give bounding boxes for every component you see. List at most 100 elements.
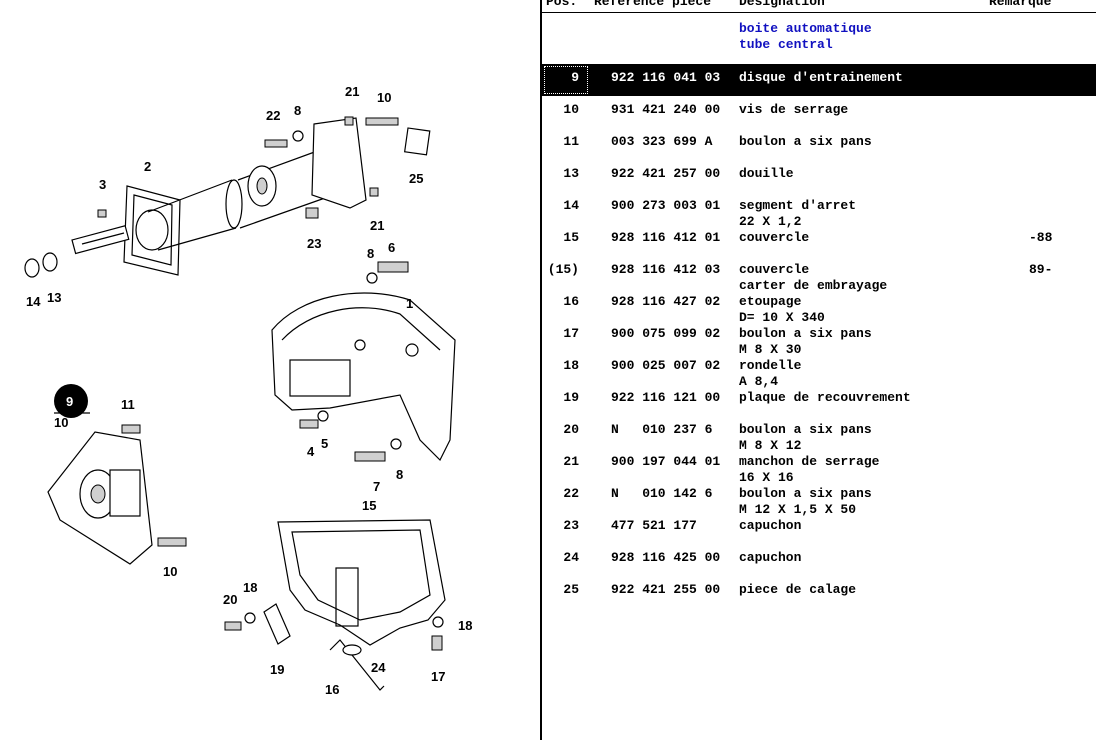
part-designation-line2: M 8 X 30: [739, 342, 802, 357]
exploded-diagram-pane: 1 2 3 4 5 6 7 8 8 8 9 10 10 10 11 13 14 …: [0, 0, 540, 740]
part-designation-line1: boulon a six pans: [739, 422, 872, 437]
callout-label-10[interactable]: 10: [163, 564, 177, 579]
callout-label-8[interactable]: 8: [367, 246, 374, 261]
part-designation: capuchon: [739, 518, 801, 534]
callout-label-19[interactable]: 19: [270, 662, 284, 677]
table-row[interactable]: 19 922 116 121 00 plaque de recouvrement: [542, 384, 1096, 416]
part-designation-line2: carter de embrayage: [739, 278, 888, 293]
callout-label-6[interactable]: 6: [388, 240, 395, 255]
part-designation: boulon a six pans: [739, 134, 872, 150]
part-pos: 18: [563, 358, 579, 373]
part-reference: 922 116 121 00: [611, 390, 721, 405]
part-pos: 23: [563, 518, 579, 533]
header-designation[interactable]: Designation: [739, 0, 825, 9]
callout-label-7[interactable]: 7: [373, 479, 380, 494]
part-designation-line2: A 8,4: [739, 374, 779, 389]
part-remark: -88: [1029, 230, 1053, 245]
callout-label-20[interactable]: 20: [223, 592, 237, 607]
callout-label-17[interactable]: 17: [431, 669, 445, 684]
callout-label-11[interactable]: 11: [121, 397, 135, 412]
callout-label-21[interactable]: 21: [370, 218, 384, 233]
callout-label-25[interactable]: 25: [409, 171, 423, 186]
part-designation-line1: capuchon: [739, 518, 802, 533]
callout-label-21[interactable]: 21: [345, 84, 359, 99]
part-reference: 900 075 099 02: [611, 326, 721, 341]
part-pos: 16: [563, 294, 579, 309]
callout-label-5[interactable]: 5: [321, 436, 328, 451]
part-designation-line1: boulon a six pans: [739, 486, 872, 501]
part-designation: capuchon: [739, 550, 801, 566]
part-designation-line1: rondelle: [739, 358, 802, 373]
callout-label-15[interactable]: 15: [362, 498, 376, 513]
callout-label-14[interactable]: 14: [26, 294, 41, 309]
table-row[interactable]: 24 928 116 425 00 capuchon: [542, 544, 1096, 576]
callout-label-8[interactable]: 8: [396, 467, 403, 482]
part-reference: 928 116 412 03: [611, 262, 721, 277]
part-reference: 928 116 425 00: [611, 550, 721, 565]
callout-label-16[interactable]: 16: [325, 682, 339, 697]
selected-callout-marker: [54, 384, 88, 418]
part-pos: 15: [563, 230, 579, 245]
header-reference[interactable]: Reference piece: [594, 0, 712, 9]
callout-label-3[interactable]: 3: [99, 177, 106, 192]
callout-label-8[interactable]: 8: [294, 103, 301, 118]
part-pos: 14: [563, 198, 579, 213]
callout-label-18[interactable]: 18: [243, 580, 257, 595]
callout-label-23[interactable]: 23: [307, 236, 321, 251]
part-pos: 9: [571, 70, 579, 85]
callout-label-10[interactable]: 10: [54, 415, 68, 430]
callout-label-18[interactable]: 18: [458, 618, 472, 633]
callout-label-2[interactable]: 2: [144, 159, 151, 174]
part-designation-line1: boulon a six pans: [739, 326, 872, 341]
header-pos[interactable]: Pos.: [546, 0, 578, 9]
part-reference: N 010 237 6: [611, 422, 713, 437]
part-designation-line1: etoupage: [739, 294, 802, 309]
part-designation: vis de serrage: [739, 102, 848, 118]
callout-label-1[interactable]: 1: [406, 296, 413, 311]
callout-label-24[interactable]: 24: [371, 660, 386, 675]
exploded-parts-diagram: 1 2 3 4 5 6 7 8 8 8 9 10 10 10 11 13 14 …: [24, 84, 472, 697]
callout-label-9[interactable]: 9: [66, 394, 73, 409]
part-reference: 922 421 255 00: [611, 582, 721, 597]
part-designation-line1: couvercle: [739, 230, 810, 245]
part-designation-line1: disque d'entrainement: [739, 70, 903, 85]
part-reference: 900 197 044 01: [611, 454, 721, 469]
part-reference: N 010 142 6: [611, 486, 713, 501]
header-remarque[interactable]: Remarque: [989, 0, 1052, 9]
pane-divider[interactable]: [540, 0, 542, 740]
part-designation: plaque de recouvrement: [739, 390, 911, 406]
callout-label-22[interactable]: 22: [266, 108, 280, 123]
callout-label-10[interactable]: 10: [377, 90, 391, 105]
part-designation-line2: D= 10 X 340: [739, 310, 825, 325]
callout-label-4[interactable]: 4: [307, 444, 315, 459]
part-designation: couvercle: [739, 230, 809, 246]
part-pos: 11: [563, 134, 579, 149]
part-pos: 19: [563, 390, 579, 405]
part-pos: 21: [563, 454, 579, 469]
callout-label-13[interactable]: 13: [47, 290, 61, 305]
cover-pan: [224, 519, 446, 691]
part-designation-line1: plaque de recouvrement: [739, 390, 911, 405]
part-pos: 17: [563, 326, 579, 341]
part-pos: 24: [563, 550, 579, 565]
